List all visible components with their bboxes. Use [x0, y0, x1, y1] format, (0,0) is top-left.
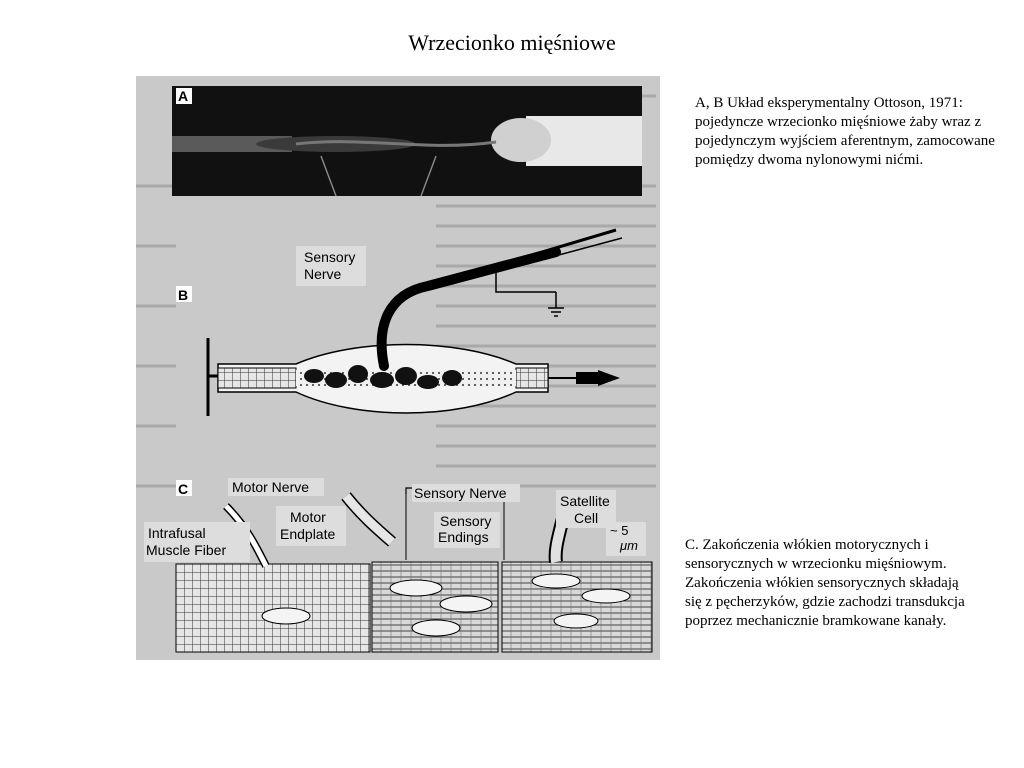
sensory-ending-coils: [304, 365, 462, 389]
panel-b-diagram: B: [176, 228, 623, 416]
motor-nerve-label: Motor Nerve: [232, 479, 309, 495]
motor-endplate-label-line1: Motor: [290, 509, 326, 525]
panel-b-label: B: [178, 287, 188, 303]
intrafusal-label-line2: Muscle Fiber: [146, 542, 226, 558]
panel-a-photo: A: [172, 86, 642, 197]
muscle-spindle-figure: A B: [136, 76, 660, 660]
stretch-arrow: [598, 370, 620, 386]
figure-illustration: A B: [136, 86, 656, 653]
caption-panels-ab: A, B Układ eksperymentalny Ottoson, 1971…: [695, 95, 995, 168]
slide-title: Wrzecionko mięśniowe: [408, 30, 616, 55]
intrafusal-label-line1: Intrafusal: [148, 525, 206, 541]
sensory-nerve-c-label: Sensory Nerve: [414, 485, 507, 501]
sensory-endings-label-line1: Sensory: [440, 513, 491, 529]
caption-panel-c: C. Zakończenia włókien motorycznych i se…: [685, 537, 965, 629]
satellite-cell-label-line1: Satellite: [560, 493, 610, 509]
panel-a-label: A: [178, 88, 188, 104]
motor-endplate-label-line2: Endplate: [280, 526, 335, 542]
scale-bar-value: ~ 5: [610, 523, 628, 538]
scale-bar-unit: μm: [619, 538, 638, 553]
sensory-nerve-label-line1: Sensory: [304, 249, 355, 265]
panel-c-label: C: [178, 481, 188, 497]
sensory-nerve-label-line2: Nerve: [304, 266, 342, 282]
sensory-endings-label-line2: Endings: [438, 529, 489, 545]
panel-c-diagram: C: [144, 478, 653, 653]
satellite-cell-label-line2: Cell: [574, 510, 598, 526]
